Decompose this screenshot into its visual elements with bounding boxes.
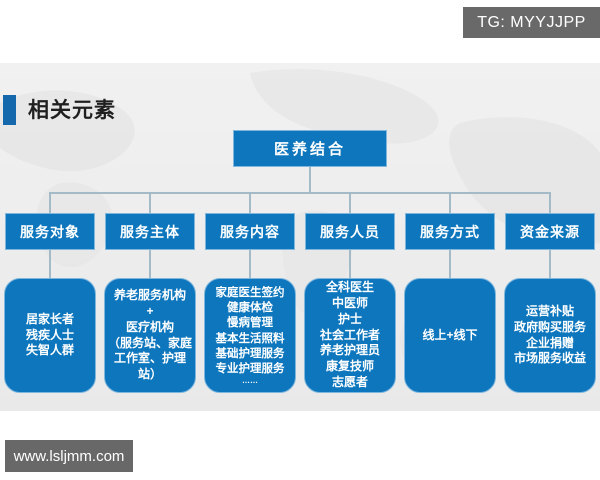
connector-root-stub [309,167,311,192]
connector-stub [449,192,451,213]
connector-stub [349,192,351,213]
title-accent-bar [3,95,16,125]
column-header: 服务人员 [305,213,395,250]
column-header: 服务对象 [5,213,95,250]
connector-horizontal [50,192,551,194]
slide-title: 相关元素 [28,99,116,122]
connector-stub [49,250,51,278]
column-detail-box: 家庭医生签约健康体检慢病管理基本生活照料基础护理服务专业护理服务…… [204,278,296,393]
column-detail-box: 运营补贴政府购买服务企业捐赠市场服务收益 [504,278,596,393]
connector-stub [249,250,251,278]
slide-canvas: 相关元素 医养结合 服务对象 居家长者残疾人士失智人群 服务主体 养老服务机构+… [0,63,600,411]
connector-stub [49,192,51,213]
connector-stub [149,192,151,213]
column-header: 服务主体 [105,213,195,250]
column-detail-box: 居家长者残疾人士失智人群 [4,278,96,393]
connector-stub [549,250,551,278]
website-bar: www.lsljmm.com [5,440,133,472]
column-detail-box: 全科医生中医师护士社会工作者养老护理员康复技师志愿者 [304,278,396,393]
column-header: 资金来源 [505,213,595,250]
column-detail-box: 线上+线下 [404,278,496,393]
connector-stub [249,192,251,213]
watermark-badge: TG: MYYJJPP [463,7,600,38]
connector-stub [449,250,451,278]
connector-stub [149,250,151,278]
connector-stub [349,250,351,278]
column-detail-box: 养老服务机构+医疗机构（服务站、家庭工作室、护理站） [104,278,196,393]
column-header: 服务方式 [405,213,495,250]
root-node-box: 医养结合 [233,130,387,167]
column-header: 服务内容 [205,213,295,250]
connector-stub [549,192,551,213]
